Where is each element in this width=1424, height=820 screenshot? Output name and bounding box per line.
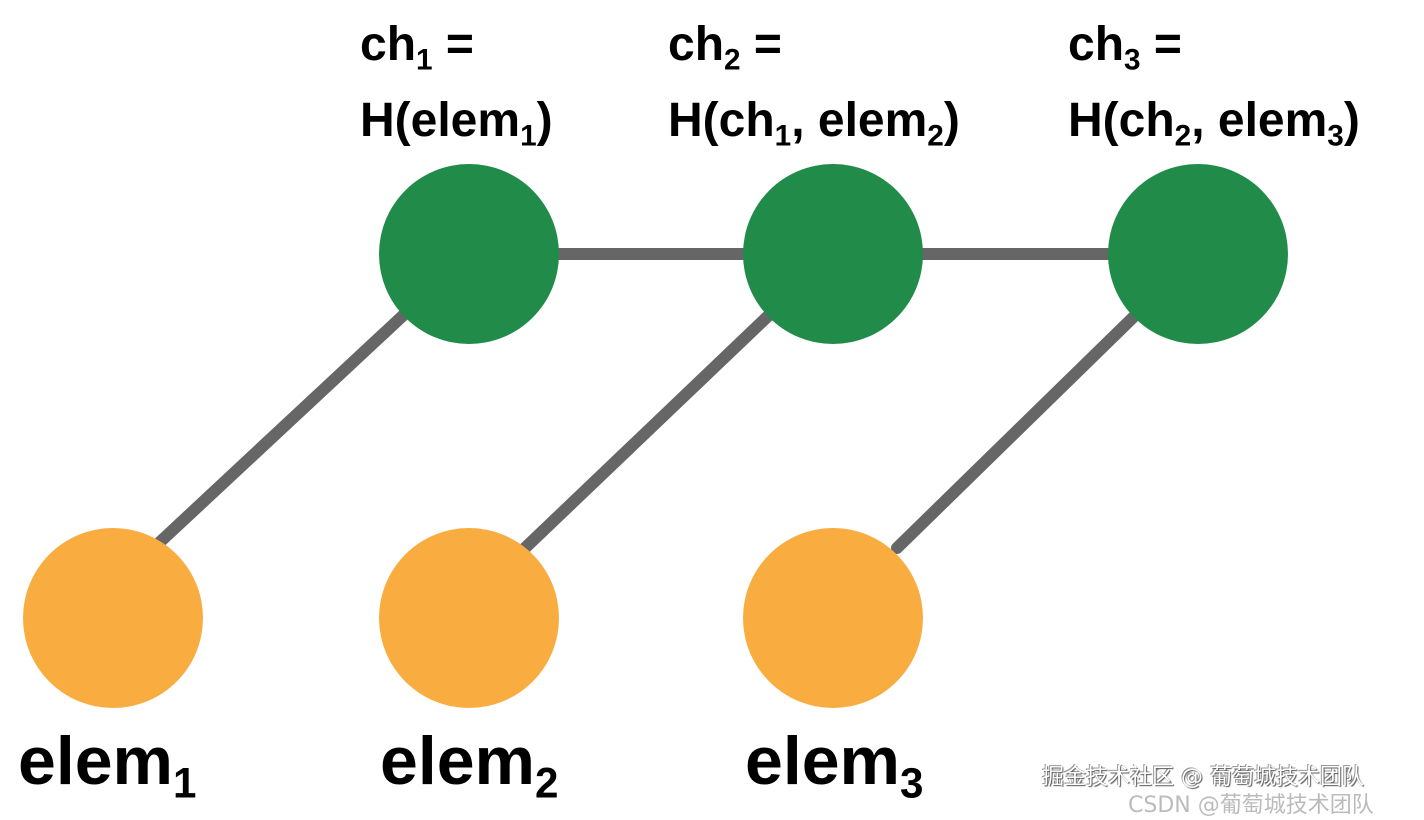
chain-label-formula: H(ch2, elem3) xyxy=(1068,94,1360,153)
element-label-2: elem2 xyxy=(380,723,558,807)
chain-node-3 xyxy=(1108,164,1288,344)
chain-label-line1: ch3 = xyxy=(1068,18,1182,77)
element-label-1: elem1 xyxy=(18,723,196,807)
csdn-watermark: CSDN @葡萄城技术团队 xyxy=(1128,793,1374,818)
element-label-3: elem3 xyxy=(745,723,923,807)
chain-label-formula: H(elem1) xyxy=(360,94,553,153)
juejin-watermark: 掘金技术社区 @ 葡萄城技术团队 xyxy=(1042,765,1364,790)
chain-node-1 xyxy=(379,164,559,344)
chain-label-line1: ch1 = xyxy=(360,18,474,77)
chain-node-2 xyxy=(743,164,923,344)
element-node-2 xyxy=(379,528,559,708)
chain-label-formula: H(ch1, elem2) xyxy=(668,94,960,153)
element-node-1 xyxy=(23,528,203,708)
element-node-3 xyxy=(743,528,923,708)
chain-label-line1: ch2 = xyxy=(668,18,782,77)
